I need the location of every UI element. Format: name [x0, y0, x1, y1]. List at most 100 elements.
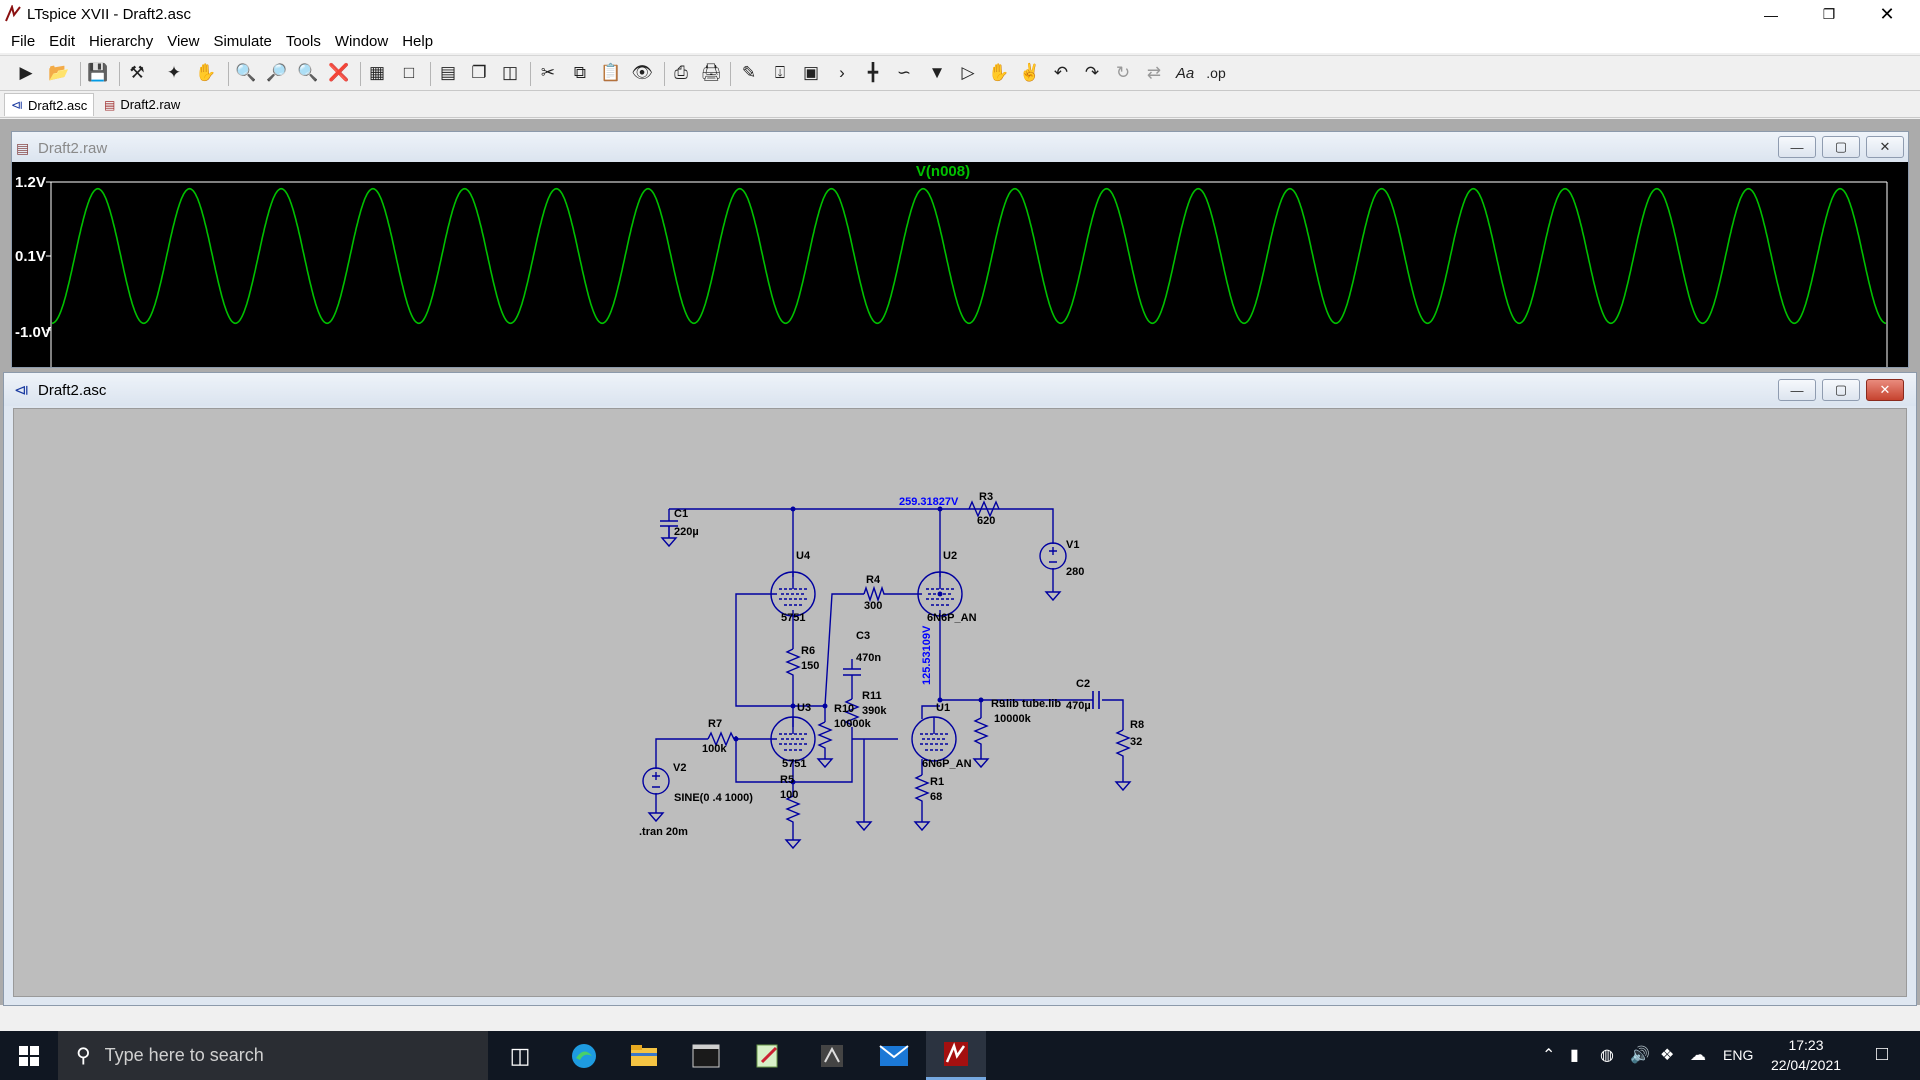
tab-draft2-raw[interactable]: ▤ Draft2.raw — [98, 93, 186, 116]
tab-draft2-asc[interactable]: ⧏ Draft2.asc — [4, 93, 95, 116]
spice-directive-lib[interactable]: .lib tube.lib — [1003, 698, 1061, 710]
trace-label[interactable]: V(n008) — [916, 163, 970, 180]
file-explorer-icon[interactable] — [614, 1031, 674, 1080]
chevron-up-icon[interactable]: ⌃ — [1542, 1047, 1556, 1064]
menu-view[interactable]: View — [167, 32, 200, 50]
rotate-icon[interactable]: ↻ — [1115, 63, 1131, 82]
print-icon[interactable]: 🖨 — [700, 63, 722, 82]
find-icon[interactable]: 👁 — [631, 63, 653, 82]
copy-icon[interactable]: ⧉ — [573, 63, 587, 82]
zoom-out-icon[interactable]: 🔍 — [297, 63, 319, 82]
trace-v-n008[interactable] — [51, 187, 1887, 325]
capacitor-c2[interactable] — [1092, 691, 1100, 709]
waveform-plot[interactable]: V(n008) 1.2V 0.1V -1.0V — [12, 162, 1908, 367]
schematic-minimize-button[interactable]: — — [1778, 379, 1816, 401]
battery-icon[interactable]: ▮ — [1570, 1047, 1579, 1064]
dropbox-icon[interactable]: ❖ — [1660, 1047, 1675, 1064]
terminal-app-icon[interactable] — [676, 1031, 736, 1080]
tube-u1[interactable] — [911, 716, 957, 762]
notepad-app-icon[interactable] — [738, 1031, 798, 1080]
open-icon[interactable]: 📂 — [48, 63, 70, 82]
start-button[interactable] — [0, 1031, 58, 1080]
notifications-icon[interactable]: □ — [1876, 1043, 1889, 1065]
waveform-close-button[interactable]: ✕ — [1866, 136, 1904, 158]
game-app-icon[interactable] — [802, 1031, 862, 1080]
resistor-r9[interactable] — [973, 717, 989, 747]
menu-file[interactable]: File — [11, 32, 36, 50]
schematic-close-button[interactable]: ✕ — [1866, 379, 1904, 401]
schematic-maximize-button[interactable]: ▢ — [1822, 379, 1860, 401]
spice-directive-icon[interactable]: .op — [1206, 65, 1226, 81]
redo-icon[interactable]: ↷ — [1084, 63, 1100, 82]
menu-edit[interactable]: Edit — [49, 32, 76, 50]
resistor-icon[interactable]: › — [839, 63, 845, 82]
taskbar-clock[interactable]: 17:23 22/04/2021 — [1746, 1035, 1866, 1075]
waveform-maximize-button[interactable]: ▢ — [1822, 136, 1860, 158]
wifi-icon[interactable]: ◍ — [1600, 1047, 1614, 1064]
ground-icon[interactable]: ⍗ — [774, 63, 786, 82]
spice-directive-tran[interactable]: .tran 20m — [639, 826, 688, 838]
mirror-icon[interactable]: ⇄ — [1146, 63, 1162, 82]
tube-u4[interactable] — [770, 571, 816, 617]
close-button[interactable]: ✕ — [1879, 4, 1895, 24]
menu-hierarchy[interactable]: Hierarchy — [89, 32, 154, 50]
language-indicator[interactable]: ENG — [1723, 1047, 1754, 1063]
cut-icon[interactable]: ✂ — [540, 63, 556, 82]
zoom-in-icon[interactable]: 🔍 — [235, 63, 257, 82]
autorange-icon[interactable]: ▦ — [368, 63, 386, 82]
print-setup-icon[interactable]: ⎙ — [674, 63, 688, 82]
onedrive-icon[interactable]: ☁ — [1690, 1047, 1706, 1064]
taskbar-search[interactable]: ⚲ Type here to search — [58, 1031, 488, 1080]
resistor-r10[interactable] — [817, 721, 833, 752]
resistor-r6[interactable] — [785, 648, 801, 679]
capacitor-icon[interactable]: ╋ — [867, 63, 879, 82]
tube-u2[interactable] — [917, 571, 963, 617]
tile-horizontal-icon[interactable]: ▤ — [439, 63, 457, 82]
new-schematic-icon[interactable]: ▶ — [19, 63, 33, 82]
mail-app-icon[interactable] — [864, 1031, 924, 1080]
waveform-minimize-button[interactable]: — — [1778, 136, 1816, 158]
resistor-r5[interactable] — [785, 795, 801, 826]
diode-icon[interactable]: ▼ — [928, 63, 946, 82]
component-icon[interactable]: ▷ — [961, 63, 975, 82]
capacitor-c3[interactable] — [843, 668, 861, 676]
menu-window[interactable]: Window — [334, 32, 389, 50]
schematic-canvas[interactable]: C1 220µ R3 620 V1 280 U4 5751 U2 6N6P_AN… — [13, 408, 1907, 997]
task-view-icon[interactable]: ◫ — [509, 1042, 531, 1068]
cascade-icon[interactable]: ❐ — [471, 63, 487, 82]
menu-simulate[interactable]: Simulate — [213, 32, 272, 50]
move-icon[interactable]: ✋ — [988, 63, 1010, 82]
run-icon[interactable]: ✦ — [166, 63, 182, 82]
menu-help[interactable]: Help — [402, 32, 434, 50]
undo-icon[interactable]: ↶ — [1053, 63, 1069, 82]
zoom-extents-icon[interactable]: □ — [403, 63, 415, 82]
draw-wire-icon[interactable]: ✎ — [741, 63, 757, 82]
tube-u3[interactable] — [770, 716, 816, 762]
capacitor-c1[interactable] — [660, 520, 678, 538]
label-net-icon[interactable]: ▣ — [802, 63, 820, 82]
ltspice-taskbar-icon[interactable] — [926, 1031, 986, 1080]
resistor-r1[interactable] — [914, 774, 930, 805]
volume-icon[interactable]: 🔊 — [1630, 1047, 1650, 1064]
resistor-r4[interactable] — [863, 585, 888, 603]
tile-vertical-icon[interactable]: ◫ — [501, 63, 519, 82]
halt-icon[interactable]: ✋ — [195, 63, 217, 82]
resistor-r11[interactable] — [844, 698, 860, 726]
inductor-icon[interactable]: ∽ — [896, 63, 912, 82]
edge-app-icon[interactable] — [554, 1031, 614, 1080]
voltage-source-v1[interactable] — [1039, 542, 1067, 570]
resistor-r8[interactable] — [1115, 729, 1131, 759]
text-icon[interactable]: Aa — [1175, 64, 1195, 82]
minimize-button[interactable]: — — [1764, 6, 1778, 23]
zoom-fit-icon[interactable]: ❌ — [328, 63, 350, 82]
restore-button[interactable]: ❐ — [1822, 6, 1836, 22]
menu-tools[interactable]: Tools — [285, 32, 321, 50]
control-panel-icon[interactable]: ⚒ — [129, 63, 145, 82]
resistor-r7[interactable] — [707, 731, 735, 747]
paste-icon[interactable]: 📋 — [600, 63, 622, 82]
voltage-source-v2[interactable] — [642, 767, 670, 795]
drag-icon[interactable]: ✌ — [1019, 63, 1041, 82]
resistor-r3[interactable] — [968, 500, 1000, 518]
zoom-pan-icon[interactable]: 🔎 — [266, 63, 288, 82]
save-icon[interactable]: 💾 — [87, 63, 109, 82]
